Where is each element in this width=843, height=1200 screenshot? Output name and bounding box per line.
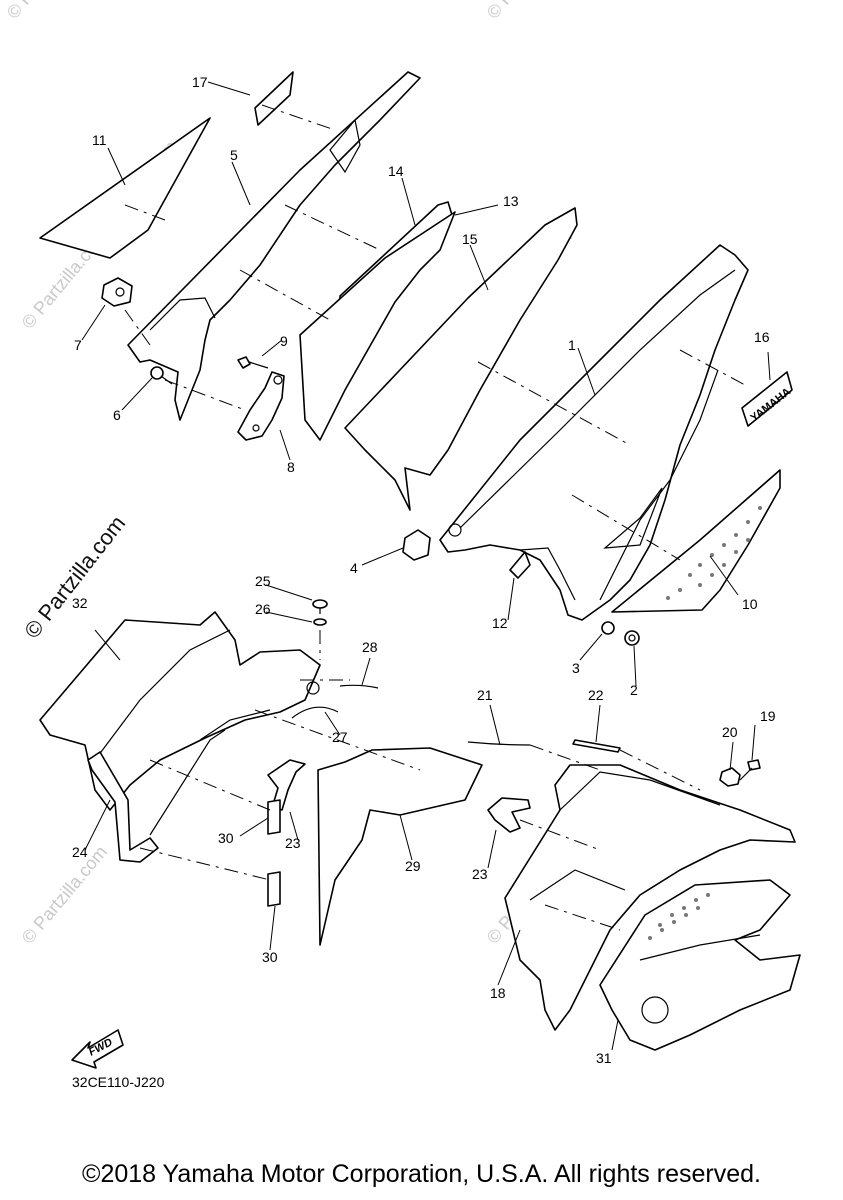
callout-23a: 23 xyxy=(285,835,301,851)
lower-right-assembly xyxy=(467,739,801,1051)
part-4-nut xyxy=(402,529,431,561)
part-7-nut xyxy=(101,277,133,307)
watermark-large: © Partzilla.com xyxy=(19,511,130,643)
part-31-decal xyxy=(599,879,801,1051)
part-15-plate xyxy=(344,207,578,511)
part-12-piece xyxy=(509,551,531,579)
callout-10: 10 xyxy=(742,596,758,612)
part-26-grommet xyxy=(313,618,327,626)
callout-9: 9 xyxy=(280,333,288,349)
part-20-nut xyxy=(719,767,741,787)
part-22-strip xyxy=(572,739,621,753)
callout-6: 6 xyxy=(113,407,121,423)
callout-15: 15 xyxy=(462,231,478,247)
upper-assembly: YAMAHA xyxy=(39,71,793,646)
watermark-top-left: © Partzilla.com xyxy=(3,0,96,23)
callout-27: 27 xyxy=(332,729,348,745)
part-30b-strip xyxy=(267,871,281,907)
callout-11: 11 xyxy=(92,132,107,148)
part-19-bolt xyxy=(739,759,761,781)
callout-8: 8 xyxy=(287,459,295,475)
copyright-notice: ©2018 Yamaha Motor Corporation, U.S.A. A… xyxy=(82,1160,761,1188)
watermark-top-right: © Partzilla.com xyxy=(483,0,576,23)
callout-32: 32 xyxy=(72,595,88,611)
callout-4: 4 xyxy=(350,560,358,576)
callout-12: 12 xyxy=(492,615,508,631)
part-5-cover xyxy=(127,71,421,421)
part-10-pattern xyxy=(666,506,762,600)
callout-3: 3 xyxy=(572,660,580,676)
callout-30a: 30 xyxy=(218,830,234,846)
part-11-decal xyxy=(39,117,211,259)
part-27-strip xyxy=(291,706,339,719)
part-23a-clip xyxy=(267,759,306,811)
part-13-plate xyxy=(299,211,456,441)
callout-17: 17 xyxy=(192,74,208,90)
callout-13: 13 xyxy=(503,193,519,209)
callout-18: 18 xyxy=(490,985,506,1001)
callout-26: 26 xyxy=(255,601,271,617)
leader-lines xyxy=(81,81,771,1051)
callout-numbers: 17 11 5 14 13 15 1 16 7 9 6 8 4 12 3 2 1… xyxy=(72,74,776,1066)
part-9-bolt xyxy=(237,356,269,369)
part-31-pattern xyxy=(648,893,710,940)
part-32-shroud xyxy=(39,611,321,811)
callout-20: 20 xyxy=(722,724,738,740)
callout-21: 21 xyxy=(477,687,493,703)
watermark-low-1: © Partzilla.com xyxy=(18,842,111,948)
callout-16: 16 xyxy=(754,329,770,345)
callout-22: 22 xyxy=(588,687,604,703)
part-17-label xyxy=(254,71,294,126)
fwd-arrow-icon: FWD xyxy=(71,1029,124,1069)
callout-1: 1 xyxy=(568,337,576,353)
callout-31: 31 xyxy=(596,1050,612,1066)
callout-5: 5 xyxy=(230,147,238,163)
lower-left-assembly xyxy=(39,599,483,946)
callout-28: 28 xyxy=(362,639,378,655)
callout-29: 29 xyxy=(405,858,421,874)
part-1-side-cover xyxy=(439,244,749,621)
callout-30b: 30 xyxy=(262,949,278,965)
callout-2: 2 xyxy=(630,682,638,698)
callout-14: 14 xyxy=(388,163,404,179)
part-6-bolt xyxy=(150,366,173,385)
callout-25: 25 xyxy=(255,573,271,589)
callout-24: 24 xyxy=(72,844,88,860)
part-28-strip xyxy=(339,684,379,689)
part-2-bolt xyxy=(624,630,640,646)
part-25-screw xyxy=(312,599,328,614)
part-23b-clip xyxy=(487,797,531,833)
part-24-bracket xyxy=(87,751,159,863)
part-29-decal xyxy=(317,747,483,946)
callout-19: 19 xyxy=(760,708,776,724)
callout-7: 7 xyxy=(74,337,82,353)
part-3-washer xyxy=(601,621,615,635)
callout-23b: 23 xyxy=(472,866,488,882)
part-8-bracket xyxy=(237,371,285,441)
part-30a-strip xyxy=(267,799,281,835)
diagram-code: 32CE110-J220 xyxy=(72,1074,165,1090)
part-16-emblem: YAMAHA xyxy=(741,371,793,427)
